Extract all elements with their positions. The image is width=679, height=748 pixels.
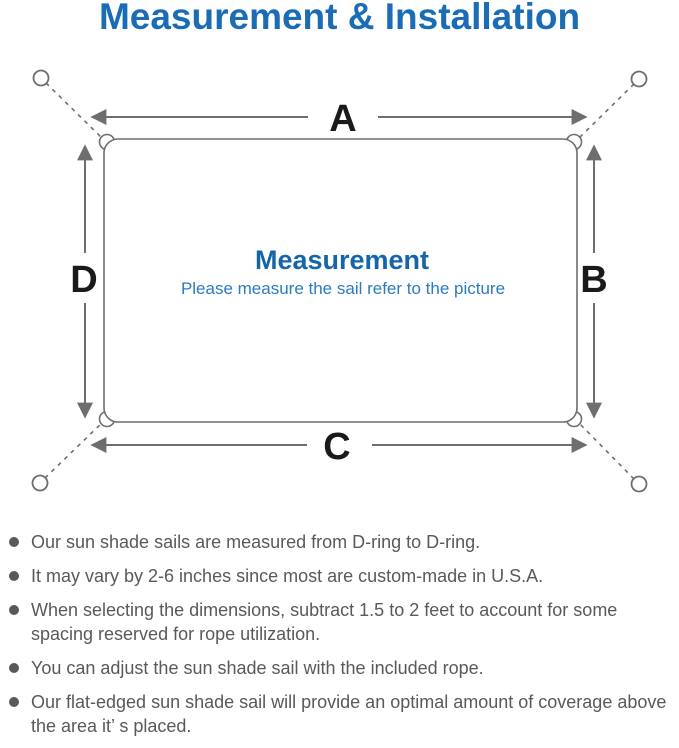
page-title: Measurement & Installation <box>98 0 581 37</box>
anchor-ring-icon <box>630 70 648 88</box>
note-item: You can adjust the sun shade sail with t… <box>0 656 679 680</box>
tie-line-top-left <box>45 82 105 141</box>
measurement-notes-list: Our sun shade sails are measured from D-… <box>0 530 679 748</box>
tie-rope-dashed-lines <box>44 82 635 480</box>
anchor-ring-icon <box>31 474 49 492</box>
note-item: Our sun shade sails are measured from D-… <box>0 530 679 554</box>
dimension-label-c: C <box>323 426 350 468</box>
diagram-center-title: Measurement <box>255 245 429 275</box>
dimension-label-b: B <box>580 259 607 301</box>
tie-line-bottom-left <box>44 420 105 479</box>
tie-line-top-right <box>576 83 635 141</box>
dimension-label-a: A <box>329 98 356 140</box>
dimension-label-d: D <box>70 259 97 301</box>
sail-measurement-figure: A B C D Measurement Please measure the s… <box>31 69 648 493</box>
anchor-rings <box>31 69 648 493</box>
tie-line-bottom-right <box>576 420 635 480</box>
sail-outline <box>103 138 578 423</box>
note-item: Our flat-edged sun shade sail will provi… <box>0 690 679 738</box>
note-item: It may vary by 2-6 inches since most are… <box>0 564 679 588</box>
anchor-ring-icon <box>630 475 648 493</box>
dimension-arrows <box>77 109 602 453</box>
measurement-diagram: A B C D Measurement Please measure the s… <box>0 55 679 515</box>
diagram-center-subtitle: Please measure the sail refer to the pic… <box>181 279 505 298</box>
note-item: When selecting the dimensions, subtract … <box>0 598 679 646</box>
anchor-ring-icon <box>32 69 50 87</box>
